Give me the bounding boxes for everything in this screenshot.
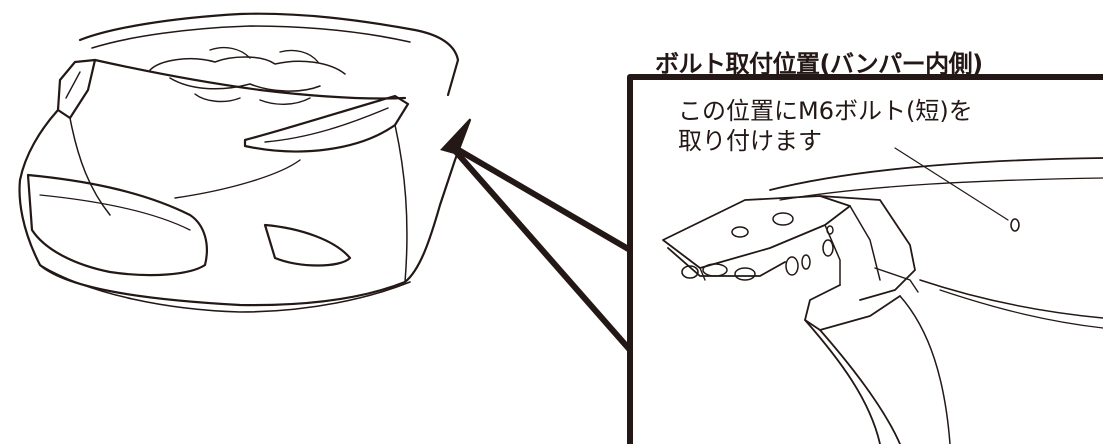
bracket-detail: [662, 157, 1103, 444]
annotation-line-2: 取り付けます: [678, 127, 822, 155]
right-headlight: [243, 94, 410, 153]
hood-outline: [78, 12, 460, 97]
grille: [26, 173, 208, 277]
callout-pointer: [440, 118, 470, 155]
callout-frame: [627, 74, 1103, 444]
callout-leader: [447, 142, 633, 353]
left-headlight: [56, 58, 97, 120]
engine-bay: [93, 58, 407, 100]
diagram-title: ボルト取付位置(バンパー内側): [655, 50, 983, 78]
fog-light: [263, 223, 352, 267]
annotation-pointer: [894, 147, 1009, 221]
annotation-line-1: この位置にM6ボルト(短)を: [678, 97, 973, 125]
bolt-annotation: この位置にM6ボルト(短)を 取り付けます: [678, 96, 973, 156]
front-bumper: [18, 108, 472, 307]
bolt-hole: [1010, 218, 1020, 232]
car-front-illustration: [18, 12, 472, 313]
